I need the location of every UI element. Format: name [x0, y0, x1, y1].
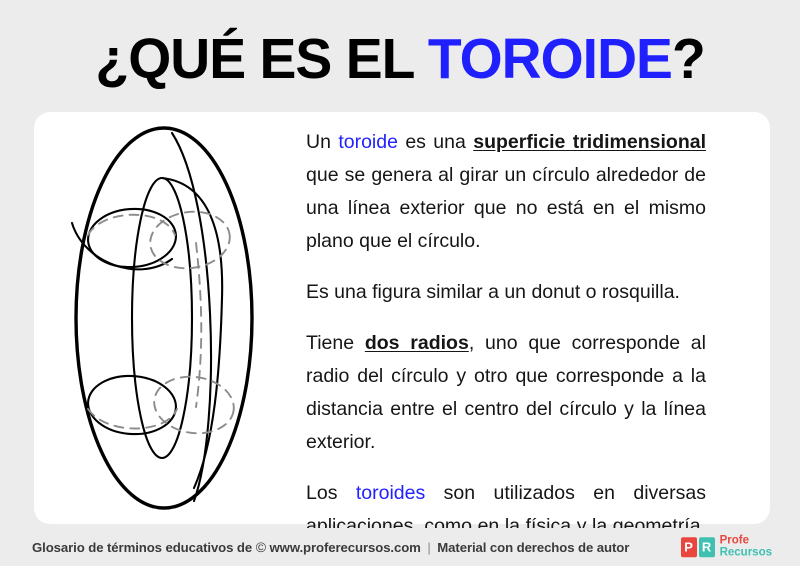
figure-panel [34, 112, 304, 524]
title-bar: ¿QUÉ ES EL TOROIDE? [30, 18, 770, 100]
text-run-normal: Es una figura similar a un donut o rosqu… [306, 281, 680, 303]
text-run-normal: Tiene [306, 332, 365, 354]
definition-text-panel: Un toroide es una superficie tridimensio… [306, 120, 706, 566]
page-title-highlight: TOROIDE [427, 26, 673, 91]
logo-tiles: P R [680, 537, 715, 557]
footer-bar: Glosario de términos educativos de © www… [0, 528, 800, 566]
text-run-term: superficie tridimensional [473, 131, 706, 153]
text-run-term: dos radios [364, 332, 469, 354]
paragraph-radii: Tiene dos radios, uno que corresponde al… [306, 327, 706, 459]
paragraph-definition: Un toroide es una superficie tridimensio… [306, 126, 706, 258]
text-run-normal: que se genera al girar un círculo alrede… [306, 164, 706, 252]
text-run-keyword: toroide [338, 131, 398, 153]
footer-rights: Material con derechos de autor [437, 540, 630, 555]
copyright-icon: © [255, 539, 266, 555]
footer-lead: Glosario de términos educativos de [32, 540, 253, 555]
content-card: Un toroide es una superficie tridimensio… [34, 112, 770, 566]
footer-site[interactable]: www.proferecursos.com [269, 540, 421, 555]
page-title-prefix: ¿QUÉ ES EL [95, 26, 428, 91]
proferecursos-logo[interactable]: P R Profe Recursos [680, 535, 772, 558]
footer-credit: Glosario de términos educativos de © www… [32, 539, 629, 555]
text-run-keyword: toroides [355, 482, 426, 504]
text-run-normal: Los [306, 482, 356, 504]
paragraph-similarity: Es una figura similar a un donut o rosqu… [306, 276, 706, 309]
text-run-normal: es una [397, 131, 474, 153]
logo-tile-r: R [698, 537, 715, 557]
logo-tile-p: P [680, 537, 697, 557]
logo-word-profe: Profe [719, 534, 749, 547]
footer-separator: | [427, 540, 431, 555]
logo-wordmark: Profe Recursos [720, 535, 772, 558]
toroid-diagram [70, 126, 254, 510]
logo-word-recursos: Recursos [719, 546, 772, 558]
page-title-suffix: ? [671, 26, 706, 91]
text-run-normal: Un [306, 131, 339, 153]
text-run-normal: , uno que corresponde al radio del círcu… [306, 332, 706, 453]
page-title: ¿QUÉ ES EL TOROIDE? [95, 30, 705, 88]
